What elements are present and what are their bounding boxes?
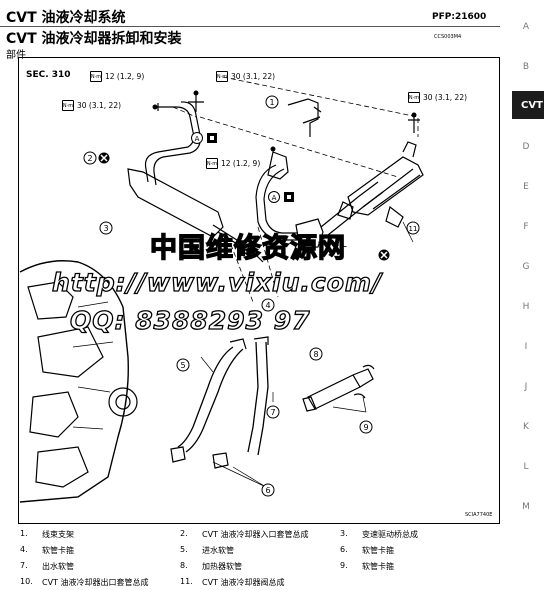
callout-2: 2 — [83, 151, 97, 165]
svg-text:7: 7 — [270, 408, 275, 417]
torque-spec: N·m 30 (3.1, 22) — [216, 71, 276, 82]
index-a[interactable]: A — [522, 22, 530, 32]
callout-1: 1 — [265, 95, 279, 109]
legend-item: 1.线束支架 — [20, 528, 74, 539]
svg-text:9: 9 — [363, 423, 368, 432]
watermark-site-name: 中国维修资源网 — [149, 232, 346, 264]
svg-text:3: 3 — [103, 224, 108, 233]
index-b[interactable]: B — [522, 62, 530, 72]
callout-7: 7 — [266, 405, 280, 419]
index-d[interactable]: D — [522, 142, 530, 152]
figure-code: SCIA7740E — [465, 512, 493, 518]
legend-item: 9.软管卡箍 — [340, 560, 394, 571]
legend-item: 10.CVT 油液冷却器出口套管总成 — [20, 576, 149, 587]
index-e[interactable]: E — [523, 182, 529, 192]
svg-text:2: 2 — [87, 154, 92, 163]
legend-item: 4.软管卡箍 — [20, 544, 74, 555]
torque-wrench-icon: N·m — [206, 158, 218, 169]
torque-spec: N·m 12 (1.2, 9) — [90, 71, 145, 82]
legend-row: 7.出水软管 8.加热器软管 9.软管卡箍 — [20, 558, 500, 574]
callout-3: 3 — [99, 221, 113, 235]
torque-spec: N·m 30 (3.1, 22) — [62, 100, 122, 111]
index-m[interactable]: M — [522, 502, 530, 512]
callout-4: 4 — [261, 298, 275, 312]
legend-item: 2.CVT 油液冷却器入口套管总成 — [180, 528, 309, 539]
callout-9: 9 — [359, 420, 373, 434]
callout-layer: 1 2 3 5 7 8 9 11 6 4 A A — [83, 95, 420, 497]
do-not-reuse-icon — [98, 152, 110, 164]
legend-item: 7.出水软管 — [20, 560, 74, 571]
legend-row: 10.CVT 油液冷却器出口套管总成 11.CVT 油液冷却器阀总成 — [20, 574, 500, 590]
torque-wrench-icon: N·m — [216, 71, 228, 82]
index-h[interactable]: H — [522, 302, 530, 312]
index-f[interactable]: F — [523, 222, 529, 232]
do-not-reuse-icon — [378, 249, 390, 261]
torque-wrench-icon: N·m — [408, 92, 420, 103]
torque-wrench-icon: N·m — [90, 71, 102, 82]
index-g[interactable]: G — [522, 262, 530, 272]
page-title: CVT 油液冷却系统 — [6, 10, 126, 26]
apply-sealant-icon — [207, 133, 217, 143]
svg-text:8: 8 — [313, 350, 318, 359]
svg-text:11: 11 — [409, 225, 418, 233]
svg-text:A: A — [195, 135, 200, 143]
legend-row: 1.线束支架 2.CVT 油液冷却器入口套管总成 3.变速驱动桥总成 — [20, 526, 500, 542]
callout-5: 5 — [176, 358, 190, 372]
torque-wrench-icon: N·m — [62, 100, 74, 111]
index-j[interactable]: J — [524, 382, 528, 392]
section-reference: SEC. 310 — [26, 70, 71, 80]
legend-row: 4.软管卡箍 5.进水软管 6.软管卡箍 — [20, 542, 500, 558]
tag-a-right: A — [268, 191, 280, 203]
callout-8: 8 — [309, 347, 323, 361]
legend-item: 8.加热器软管 — [180, 560, 242, 571]
parts-legend: 1.线束支架 2.CVT 油液冷却器入口套管总成 3.变速驱动桥总成 4.软管卡… — [20, 526, 500, 590]
svg-text:6: 6 — [265, 486, 270, 495]
index-k[interactable]: K — [523, 422, 529, 432]
section-title: CVT 油液冷却器拆卸和安装 — [6, 31, 182, 47]
header-rule — [0, 26, 500, 27]
figure-frame — [18, 57, 500, 524]
svg-text:5: 5 — [180, 361, 185, 370]
page-code: PFP:21600 — [432, 12, 487, 22]
svg-text:4: 4 — [265, 301, 270, 310]
tag-a-left: A — [191, 132, 203, 144]
watermark-qq: QQ: 8388293 97 — [69, 305, 311, 335]
torque-spec: N·m 12 (1.2, 9) — [206, 158, 261, 169]
index-i[interactable]: I — [524, 342, 528, 352]
index-cvt-active[interactable]: CVT — [512, 91, 544, 119]
legend-item: 6.软管卡箍 — [340, 544, 394, 555]
legend-item: 3.变速驱动桥总成 — [340, 528, 418, 539]
legend-item: 11.CVT 油液冷却器阀总成 — [180, 576, 285, 587]
torque-spec: N·m 30 (3.1, 22) — [408, 92, 468, 103]
apply-sealant-icon — [284, 192, 294, 202]
svg-text:A: A — [272, 194, 277, 202]
exploded-view-diagram — [19, 76, 424, 503]
index-l[interactable]: L — [523, 462, 529, 472]
section-code: CCS003M4 — [434, 34, 462, 40]
section-index: A B CVT D E F G H I J K L M — [508, 0, 544, 578]
subsection-label: 部件 — [6, 50, 26, 61]
svg-text:1: 1 — [269, 98, 274, 107]
callout-6: 6 — [261, 483, 275, 497]
callout-11: 11 — [406, 221, 420, 235]
watermark-url: http://www.vixiu.com/ — [51, 267, 383, 297]
legend-item: 5.进水软管 — [180, 544, 234, 555]
